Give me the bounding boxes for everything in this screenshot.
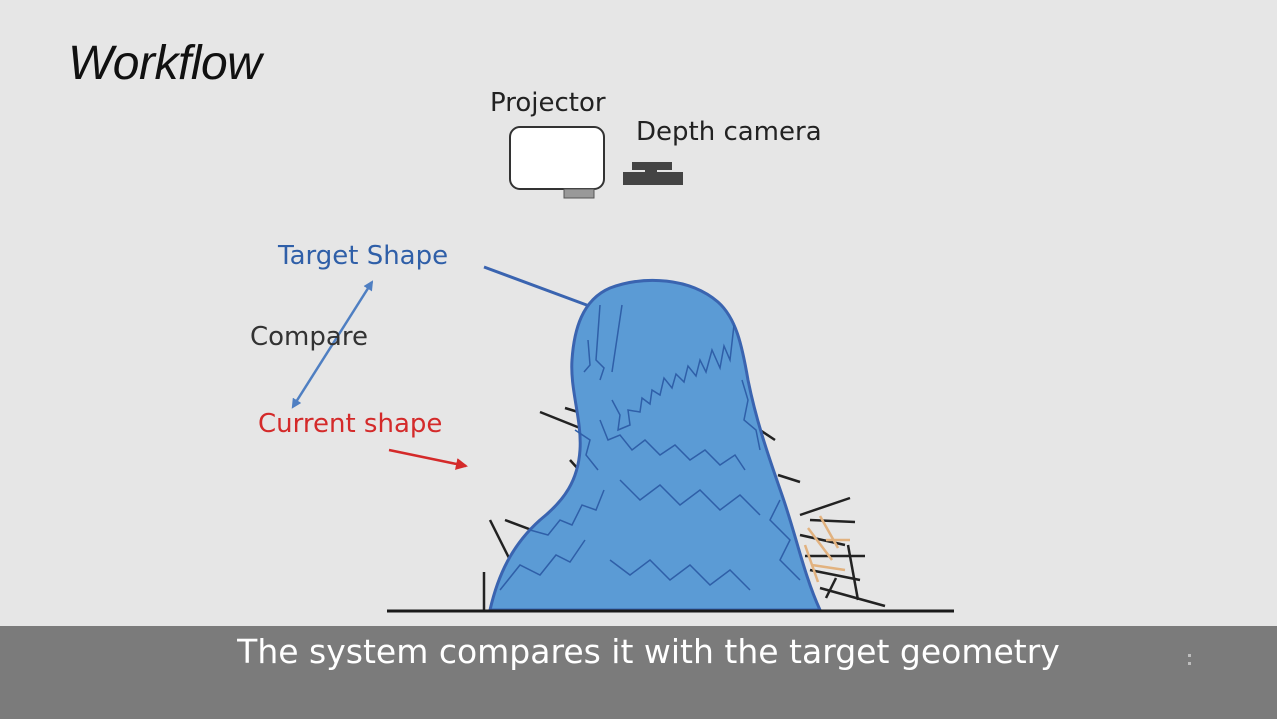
projector-label: Projector	[490, 88, 606, 118]
compare-label: Compare	[250, 322, 368, 352]
construction-sticks	[482, 406, 886, 610]
projector-icon	[509, 126, 605, 199]
current-pointer-arrow	[388, 448, 468, 470]
depth-camera-label: Depth camera	[636, 117, 822, 147]
target-pointer-line	[483, 265, 593, 309]
construction-sticks-tan	[803, 515, 850, 583]
current-shape-texture	[499, 304, 801, 591]
current-shape-label: Current shape	[258, 409, 443, 439]
caption-bar	[0, 626, 1277, 719]
compare-arrow	[291, 280, 374, 409]
target-shape-label: Target Shape	[278, 241, 449, 271]
caption-text: The system compares it with the target g…	[237, 632, 1060, 671]
depth-camera-icon	[623, 162, 683, 185]
more-vertical-icon[interactable]	[1187, 654, 1193, 674]
slide-title: Workflow	[68, 37, 262, 90]
target-shape	[488, 278, 823, 612]
